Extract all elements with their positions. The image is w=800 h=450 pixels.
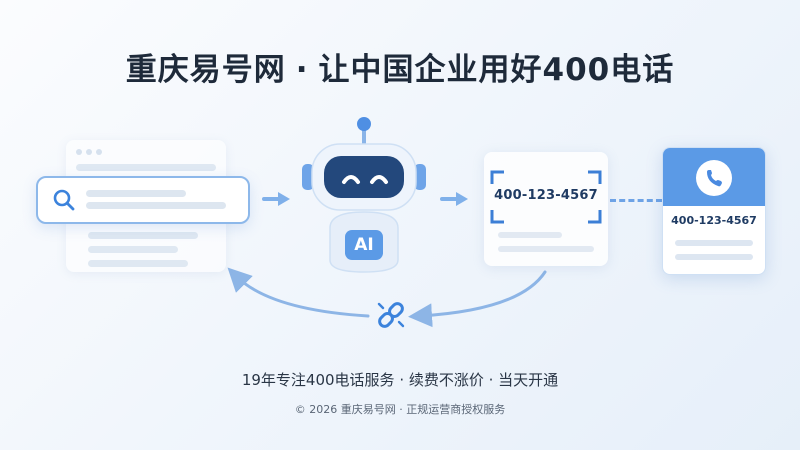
window-dot [86, 149, 92, 155]
placeholder-bar [76, 164, 216, 171]
service-tagline: 19年专注400电话服务 · 续费不涨价 · 当天开通 [241, 371, 559, 389]
placeholder-bar [498, 232, 562, 238]
placeholder-bar [498, 246, 594, 252]
arrow-right-icon [262, 192, 290, 206]
contact-card[interactable]: 400-123-4567 [662, 147, 766, 275]
placeholder-bar [675, 254, 753, 260]
scan-frame-icon [490, 170, 602, 224]
loop-arrow-left [227, 267, 370, 318]
loop-arrow-right [408, 270, 547, 328]
slogan: 让中国企业用好400电话 [318, 52, 675, 88]
dashed-connector [610, 199, 662, 202]
window-dot [96, 149, 102, 155]
search-icon [53, 189, 75, 211]
copyright: © 2026 重庆易号网 · 正规运营商授权服务 [294, 403, 506, 416]
ai-badge: AI [345, 230, 383, 260]
search-box[interactable] [36, 176, 250, 224]
placeholder-bar [88, 260, 188, 267]
phone-icon [696, 160, 732, 196]
placeholder-bar [88, 246, 178, 253]
placeholder-bar [675, 240, 753, 246]
title-separator: · [295, 52, 309, 88]
search-text-line [86, 202, 226, 209]
search-text-line [86, 190, 186, 197]
contact-phone-number: 400-123-4567 [671, 214, 757, 227]
scan-card: 400-123-4567 [484, 152, 608, 266]
page-title: 重庆易号网·让中国企业用好400电话 [0, 44, 800, 89]
brand-name: 重庆易号网 [125, 52, 286, 88]
window-dot [76, 149, 82, 155]
placeholder-bar [88, 232, 198, 239]
arrow-right-icon [440, 192, 468, 206]
scanned-phone-number: 400-123-4567 [494, 188, 598, 203]
link-icon [377, 302, 405, 328]
